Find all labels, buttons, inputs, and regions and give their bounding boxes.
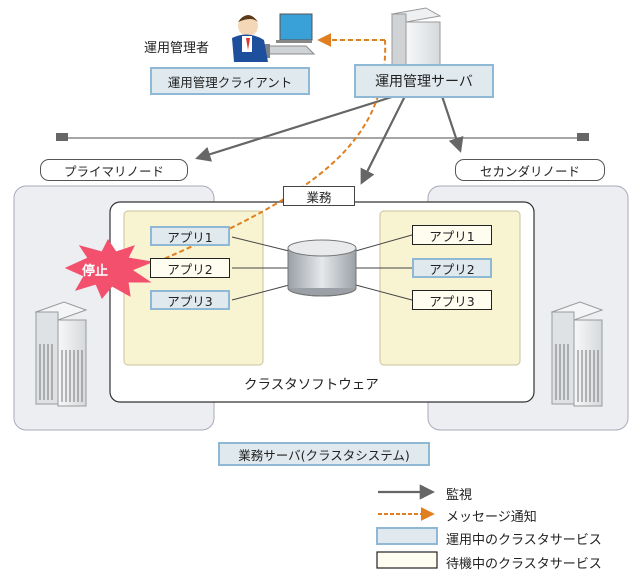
stop-label: 停止 (82, 264, 109, 279)
cluster-software-label: クラスタソフトウェア (244, 377, 379, 393)
legend-standby-label: 待機中のクラスタサービス (446, 557, 602, 572)
primary-server-icon (34, 301, 88, 407)
client-box: 運用管理クライアント (150, 67, 310, 95)
operator-label: 運用管理者 (144, 41, 210, 56)
secondary-node-label: セカンダリノード (455, 159, 605, 181)
operator-icon (232, 15, 268, 62)
secondary-server-icon (550, 301, 604, 407)
business-label: 業務 (283, 186, 355, 206)
primary-app-2: アプリ2 (150, 258, 230, 278)
legend-monitor-label: 監視 (446, 488, 473, 503)
management-server-icon (390, 7, 442, 71)
primary-node-label: プライマリノード (40, 159, 188, 181)
secondary-app-3: アプリ3 (412, 290, 492, 310)
legend-running-label: 運用中のクラスタサービス (446, 533, 602, 548)
business-server-label: 業務サーバ(クラスタシステム) (218, 442, 430, 466)
server-box: 運用管理サーバ (354, 64, 494, 98)
legend-standby-swatch (376, 551, 438, 569)
primary-app-1: アプリ1 (150, 226, 230, 246)
secondary-app-2: アプリ2 (412, 258, 492, 278)
database-icon (287, 239, 357, 297)
operator-pc-icon (250, 13, 316, 58)
legend-message-label: メッセージ通知 (446, 510, 537, 525)
secondary-app-1: アプリ1 (412, 225, 492, 245)
primary-app-3: アプリ3 (150, 290, 230, 310)
stop-burst-icon (64, 239, 154, 299)
secondary-cluster-panel (379, 210, 521, 366)
legend-running-swatch (376, 527, 438, 545)
